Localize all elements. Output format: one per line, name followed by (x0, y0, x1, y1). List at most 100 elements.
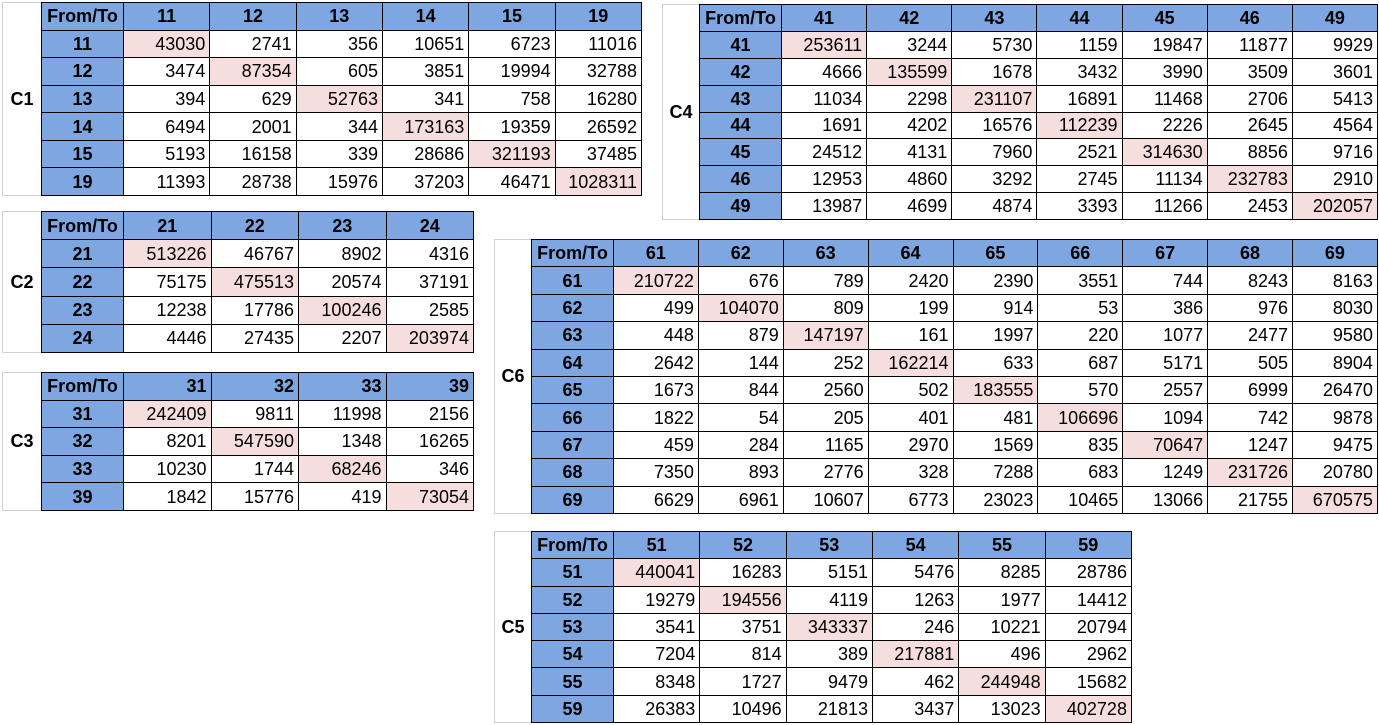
table-cell: 3751 (699, 612, 787, 642)
table-cell: 3551 (1037, 266, 1124, 295)
diagonal-cell: 253611 (780, 30, 868, 59)
table-cell: 462 (871, 667, 960, 696)
table-cell: 2001 (209, 112, 297, 141)
table-cell: 3244 (866, 30, 953, 59)
table-cell: 2226 (1121, 111, 1208, 140)
table-cell: 19847 (1121, 30, 1208, 59)
table-cell: 1977 (958, 585, 1046, 614)
row-header: 44 (699, 111, 782, 140)
table-cell: 37485 (554, 139, 642, 169)
cluster-label: C2 (2, 211, 41, 353)
table-cell: 809 (782, 293, 869, 323)
table-cell: 19359 (468, 112, 556, 141)
diagonal-cell: 135599 (866, 57, 953, 86)
column-header: 68 (1207, 238, 1293, 268)
table-cell: 8348 (612, 667, 701, 696)
table-cell: 10651 (381, 29, 470, 59)
diagonal-cell: 52763 (295, 84, 383, 114)
row-header: 51 (531, 558, 614, 587)
table-cell: 976 (1207, 293, 1293, 323)
row-header: 39 (41, 482, 124, 511)
table-cell: 4316 (385, 239, 474, 269)
table-cell: 144 (697, 348, 784, 377)
table-cell: 11034 (780, 84, 868, 113)
column-header: 52 (699, 530, 787, 560)
table-cell: 2962 (1044, 640, 1132, 669)
table-cell: 5171 (1122, 348, 1209, 377)
table-cell: 4446 (123, 323, 212, 354)
table-cell: 789 (782, 266, 869, 295)
corner-header: From/To (41, 372, 124, 401)
table-cell: 21813 (785, 694, 873, 724)
table-cell: 6494 (122, 112, 211, 141)
table-cell: 252 (782, 348, 869, 377)
row-header: 42 (699, 57, 782, 86)
table-cell: 9716 (1291, 138, 1378, 167)
diagonal-cell: 513226 (123, 239, 212, 269)
column-header: 32 (210, 372, 299, 401)
diagonal-cell: 475513 (210, 267, 299, 297)
diagonal-cell: 242409 (123, 399, 212, 429)
table-cell: 54 (697, 403, 784, 432)
table-cell: 3474 (122, 57, 211, 86)
table-cell: 1691 (780, 111, 868, 140)
table-cell: 742 (1207, 403, 1293, 432)
table-cell: 19994 (468, 57, 556, 86)
column-header: 31 (123, 372, 212, 401)
cluster-label: C4 (662, 4, 699, 220)
table-cell: 1727 (699, 667, 787, 696)
table-cell: 844 (697, 375, 784, 405)
table-cell: 7204 (612, 640, 701, 669)
table-cell: 9878 (1292, 403, 1378, 432)
column-header: 66 (1037, 238, 1124, 268)
table-cell: 16280 (554, 84, 642, 114)
diagonal-cell: 232783 (1206, 165, 1293, 194)
row-header: 33 (41, 454, 124, 484)
diagonal-cell: 314630 (1121, 138, 1208, 167)
table-cell: 75175 (123, 267, 212, 297)
column-header: 53 (785, 530, 873, 560)
table-cell: 386 (1122, 293, 1209, 323)
column-header: 54 (871, 530, 960, 560)
column-header: 65 (952, 238, 1039, 268)
row-header: 32 (41, 427, 124, 456)
table-cell: 16283 (699, 558, 787, 587)
table-cell: 2156 (385, 399, 474, 429)
table-cell: 1077 (1122, 321, 1209, 350)
column-header: 62 (697, 238, 784, 268)
column-header: 63 (782, 238, 869, 268)
table-cell: 5413 (1291, 84, 1378, 113)
table-cell: 16265 (385, 427, 474, 456)
table-cell: 1822 (613, 403, 699, 432)
column-header: 51 (612, 530, 701, 560)
table-cell: 879 (697, 321, 784, 350)
corner-header: From/To (531, 530, 614, 560)
table-cell: 394 (122, 84, 211, 114)
table-cell: 11468 (1121, 84, 1208, 113)
table-cell: 3292 (951, 165, 1038, 194)
table-cell: 339 (295, 139, 383, 169)
diagonal-cell: 106696 (1037, 403, 1124, 432)
